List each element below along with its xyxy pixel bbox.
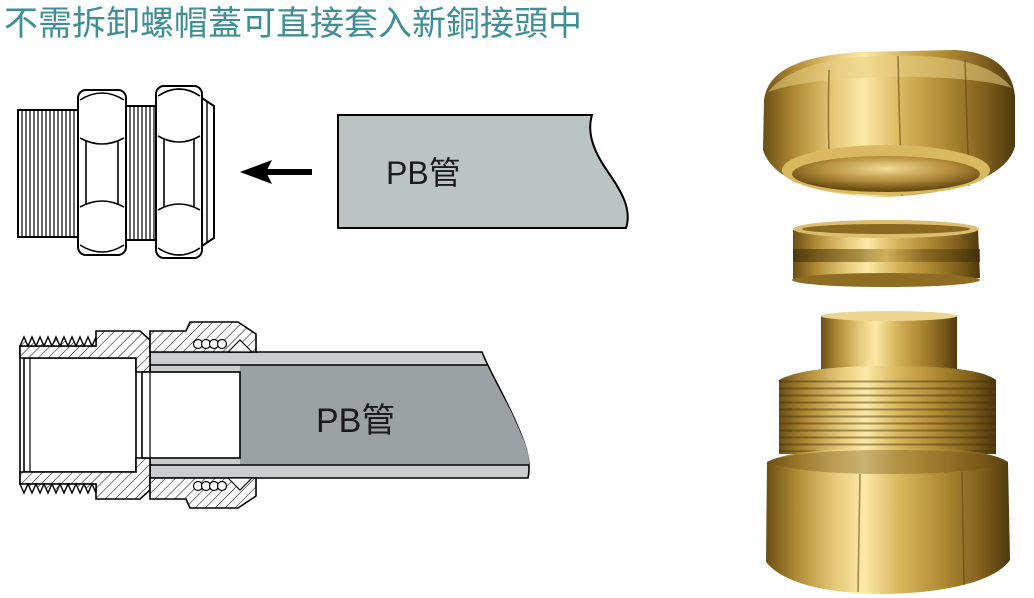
nut-section-bottom: [149, 477, 257, 509]
hex-nut-cap: [155, 85, 203, 259]
pb-pipe-side-body: [337, 114, 629, 229]
side-view-diagram: PB管: [17, 85, 629, 259]
hex-nut-body-faces: [79, 92, 125, 253]
pb-pipe-side: PB管: [337, 114, 629, 229]
page-title: 不需拆卸螺帽蓋可直接套入新銅接頭中: [4, 4, 582, 44]
pb-pipe-label-section: PB管: [316, 402, 395, 440]
brass-ring-bottom: [792, 273, 980, 287]
pb-pipe-label-top: PB管: [386, 155, 461, 191]
hex-nut-cap-faces: [157, 88, 201, 256]
brass-ring-hole: [802, 224, 970, 234]
brass-nut-chamfer: [768, 55, 1012, 92]
male-thread-end: [17, 109, 79, 238]
fitting-side-view: [17, 85, 215, 259]
brass-body: [766, 311, 1010, 594]
pb-pipe-wall-lines: [150, 364, 529, 466]
middle-thread: [125, 105, 157, 241]
fitting-thread-bottom: [18, 482, 97, 495]
fitting-thread-top: [18, 335, 97, 348]
fitting-bore: [23, 357, 137, 473]
brass-body-hex: [766, 448, 1010, 594]
arrow-left-icon: [240, 160, 312, 184]
pb-pipe-bore: [240, 365, 530, 465]
pipe-stiffener: [141, 371, 241, 459]
brass-nut: [763, 50, 1015, 197]
brass-body-thread-lines: [779, 380, 996, 452]
cross-section-diagram: PB管: [18, 321, 530, 509]
ferrule-top: [192, 338, 254, 353]
brass-ferrule-ring: [792, 220, 980, 287]
brass-nut-bore: [792, 156, 980, 192]
ferrule-bottom: [192, 477, 254, 492]
brass-body-hex-shadow: [767, 450, 1008, 474]
nut-section-top: [149, 321, 257, 353]
brass-body-hex-edges: [857, 471, 965, 593]
brass-body-tube-top: [821, 311, 957, 321]
compression-sleeve: [201, 96, 215, 248]
brass-ring-groove: [793, 249, 980, 262]
brass-fitting-photo: [763, 50, 1015, 594]
